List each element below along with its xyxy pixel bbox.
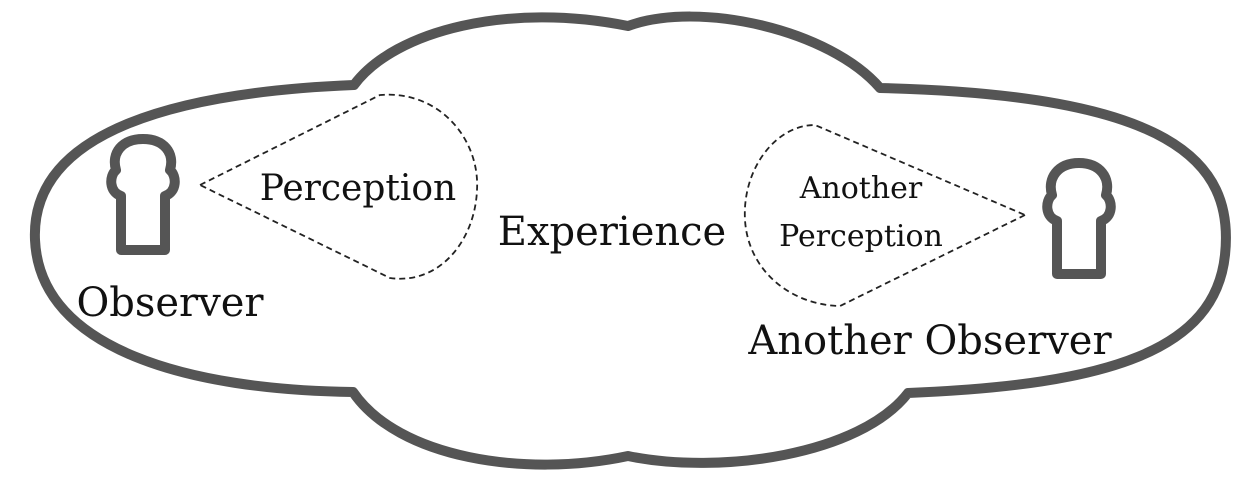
- experience-cloud-shape: [29, 11, 1231, 470]
- observer-label: Observer: [76, 280, 264, 326]
- another-perception-cone: [744, 124, 1028, 307]
- experience-label: Experience: [498, 209, 726, 255]
- observer-keyhole-icon: [106, 134, 180, 255]
- another-perception-label-line2: Perception: [779, 219, 943, 254]
- another-perception-label-line1: Another: [799, 171, 923, 206]
- another-observer-keyhole-icon: [1042, 158, 1116, 279]
- another-observer-label: Another Observer: [747, 318, 1112, 364]
- perception-label: Perception: [260, 168, 456, 209]
- perception-cone: [197, 93, 478, 280]
